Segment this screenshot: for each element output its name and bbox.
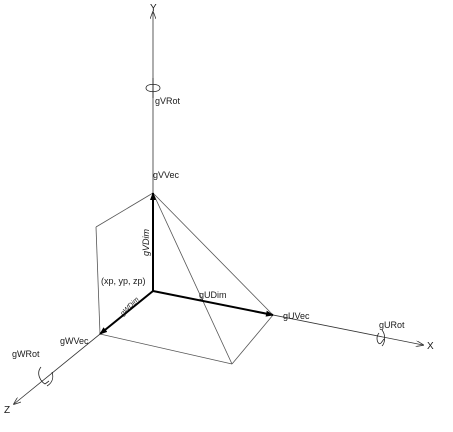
u-vector-label: gUVec	[283, 311, 310, 321]
x-axis-label: X	[427, 341, 434, 352]
u-dimension-label: gUDim	[199, 290, 227, 300]
w-rotation-icon	[38, 366, 54, 387]
v-rotation-icon	[145, 78, 161, 98]
w-vector-label: gWVec	[60, 336, 89, 346]
v-dimension-label: gVDim	[141, 228, 151, 256]
u-rotation-label: gURot	[379, 320, 405, 330]
y-axis-label: Y	[150, 3, 157, 14]
prism-wireframe	[95, 192, 274, 365]
u-vector-arrow	[152, 290, 274, 317]
z-axis-label: Z	[4, 405, 10, 416]
origin-point-label: (xp, yp, zp)	[101, 276, 146, 286]
v-vector-label: gVVec	[153, 170, 180, 180]
w-rotation-label: gWRot	[12, 349, 40, 359]
v-rotation-label: gVRot	[155, 96, 181, 106]
w-vector-arrow	[99, 290, 154, 335]
u-rotation-icon	[376, 329, 386, 347]
w-dimension-label: gWDim	[119, 296, 140, 317]
